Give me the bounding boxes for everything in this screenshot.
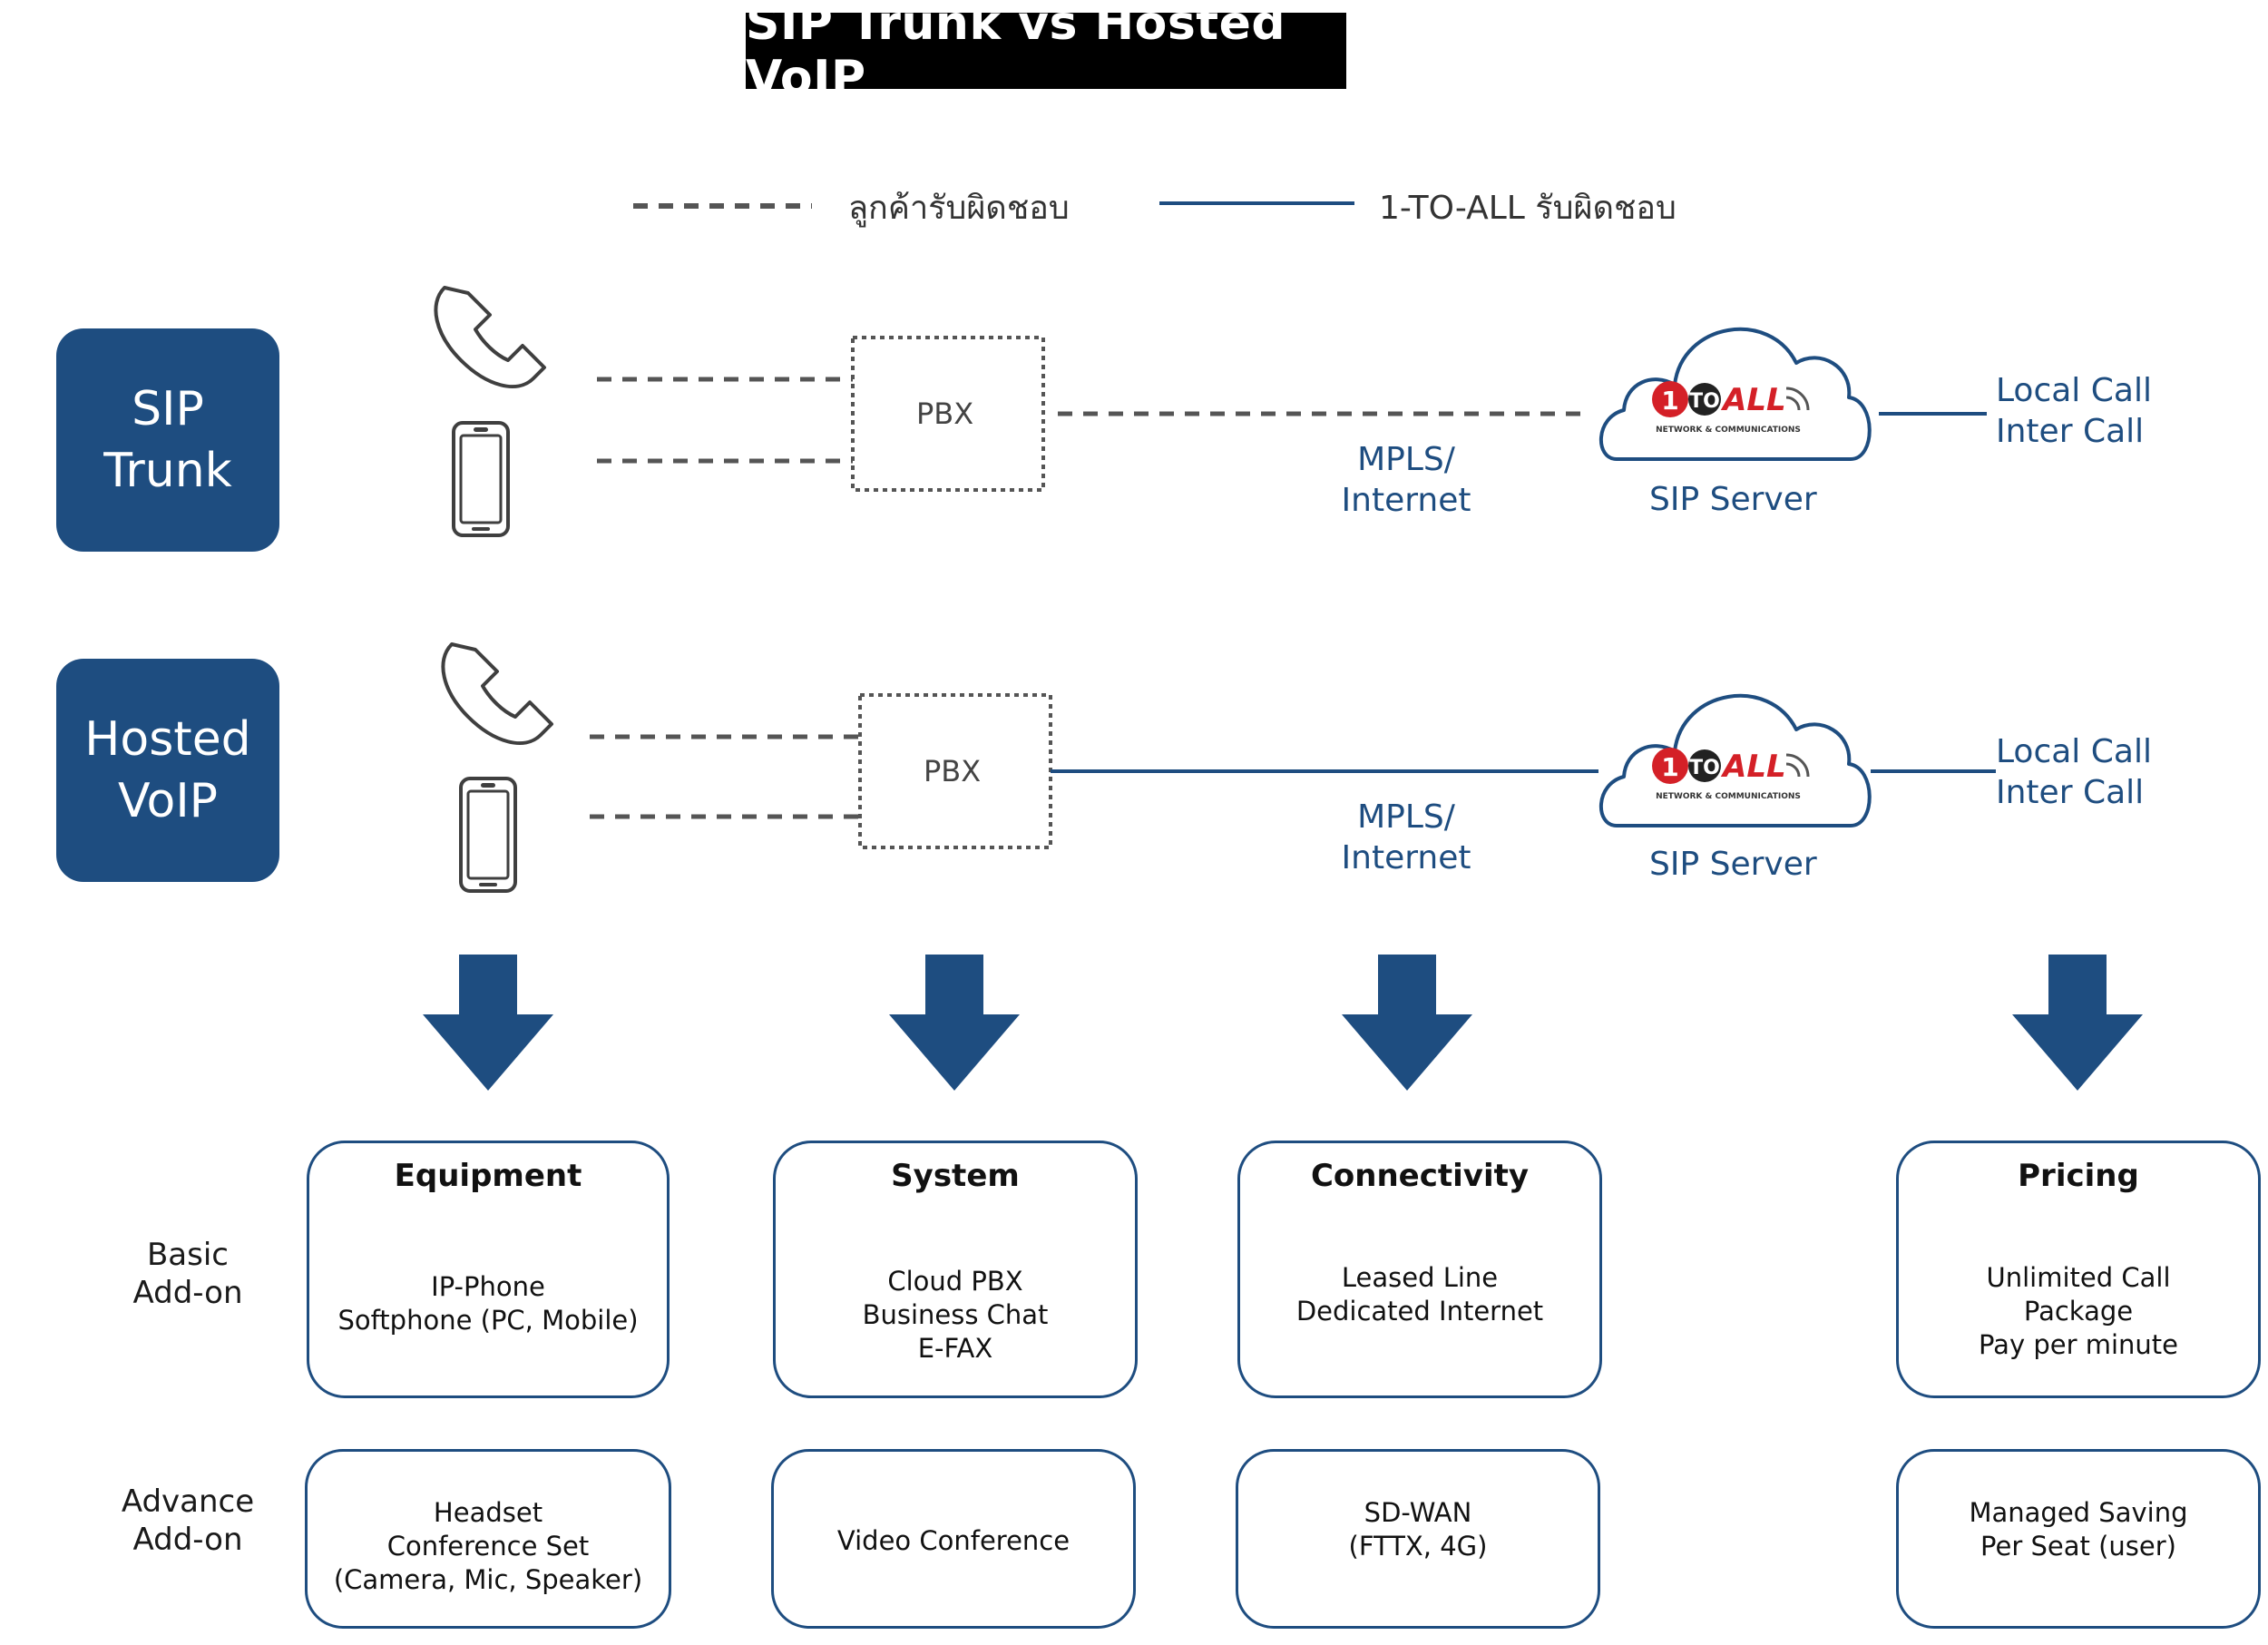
telephone-handset-icon xyxy=(441,642,553,746)
network-line: Internet xyxy=(1341,839,1471,876)
card-body: IP-Phone Softphone (PC, Mobile) xyxy=(309,1270,667,1337)
pbx-box xyxy=(851,336,1045,492)
card-heading: Equipment xyxy=(394,1158,582,1194)
card-heading: Pricing xyxy=(2018,1158,2139,1194)
system-basic-card: System Cloud PBX Business Chat E-FAX xyxy=(773,1141,1138,1398)
equipment-advance-card: Headset Conference Set (Camera, Mic, Spe… xyxy=(305,1449,671,1629)
card-line: Cloud PBX xyxy=(887,1266,1023,1297)
pbx-label: PBX xyxy=(924,754,982,788)
arrow-down-icon xyxy=(2012,955,2143,1091)
system-advance-card: Video Conference xyxy=(771,1449,1136,1629)
network-label: MPLS/ Internet xyxy=(1315,797,1497,878)
card-line: (FTTX, 4G) xyxy=(1348,1531,1488,1562)
call-types-label: Local Call Inter Call xyxy=(1996,731,2152,813)
card-line: Pay per minute xyxy=(1978,1329,2178,1360)
telephone-handset-icon xyxy=(434,286,546,389)
arrow-down-icon xyxy=(889,955,1020,1091)
pricing-advance-card: Managed Saving Per Seat (user) xyxy=(1896,1449,2261,1629)
card-line: Conference Set xyxy=(386,1531,590,1562)
card-body: Headset Conference Set (Camera, Mic, Spe… xyxy=(308,1496,669,1597)
card-line: Headset xyxy=(433,1497,543,1528)
svg-text:ALL: ALL xyxy=(1720,382,1786,418)
card-body: Video Conference xyxy=(774,1524,1133,1558)
network-line: MPLS/ xyxy=(1357,441,1455,478)
network-line: MPLS/ xyxy=(1357,798,1455,836)
card-line: Softphone (PC, Mobile) xyxy=(337,1305,639,1336)
call-line: Inter Call xyxy=(1996,774,2145,811)
card-line: SD-WAN xyxy=(1364,1497,1472,1528)
svg-text:TO: TO xyxy=(1689,390,1720,413)
network-line: Internet xyxy=(1341,482,1471,519)
badge-line: Hosted xyxy=(84,712,251,767)
card-heading: Connectivity xyxy=(1310,1158,1530,1194)
advance-addon-label: Advance Add-on xyxy=(83,1483,292,1559)
svg-text:NETWORK & COMMUNICATIONS: NETWORK & COMMUNICATIONS xyxy=(1656,426,1801,435)
arrow-down-icon xyxy=(423,955,553,1091)
pbx-label: PBX xyxy=(916,397,974,431)
card-body: Managed Saving Per Seat (user) xyxy=(1899,1496,2258,1563)
badge-line: VoIP xyxy=(117,774,219,828)
smartphone-icon xyxy=(452,421,510,537)
card-line: Business Chat xyxy=(862,1299,1049,1330)
call-line: Local Call xyxy=(1996,733,2152,770)
badge-line: SIP xyxy=(132,382,204,436)
call-line: Local Call xyxy=(1996,372,2152,409)
card-line: Managed Saving xyxy=(1969,1497,2188,1528)
svg-text:TO: TO xyxy=(1689,757,1720,779)
card-line: Video Conference xyxy=(836,1525,1070,1556)
svg-text:1: 1 xyxy=(1661,386,1678,416)
basic-addon-label: Basic Add-on xyxy=(83,1236,292,1312)
page-title: SIP Trunk vs Hosted VoIP xyxy=(746,0,1346,105)
addon-line: Add-on xyxy=(132,1275,243,1311)
server-label: SIP Server xyxy=(1649,481,1817,518)
card-heading: System xyxy=(891,1158,1020,1194)
svg-text:ALL: ALL xyxy=(1720,749,1786,785)
connectivity-advance-card: SD-WAN (FTTX, 4G) xyxy=(1236,1449,1600,1629)
smartphone-icon xyxy=(459,777,517,893)
card-body: Leased Line Dedicated Internet xyxy=(1240,1261,1599,1328)
legend-customer-label: ลูกค้ารับผิดชอบ xyxy=(848,190,1070,227)
card-line: Leased Line xyxy=(1341,1262,1499,1293)
badge-line: Trunk xyxy=(103,444,232,498)
row-badge-sip-trunk: SIP Trunk xyxy=(56,328,279,552)
card-body: Cloud PBX Business Chat E-FAX xyxy=(776,1265,1135,1366)
card-line: E-FAX xyxy=(917,1333,993,1364)
row-badge-hosted-voip: Hosted VoIP xyxy=(56,659,279,882)
card-body: Unlimited Call Package Pay per minute xyxy=(1899,1261,2258,1362)
equipment-basic-card: Equipment IP-Phone Softphone (PC, Mobile… xyxy=(307,1141,670,1398)
brand-logo: 1 TO ALL NETWORK & COMMUNICATIONS xyxy=(1652,381,1810,435)
addon-line: Add-on xyxy=(132,1522,243,1558)
addon-line: Basic xyxy=(146,1237,229,1273)
pricing-basic-card: Pricing Unlimited Call Package Pay per m… xyxy=(1896,1141,2261,1398)
card-line: Package xyxy=(2023,1296,2134,1327)
call-line: Inter Call xyxy=(1996,413,2145,450)
svg-text:1: 1 xyxy=(1661,752,1678,782)
card-body: SD-WAN (FTTX, 4G) xyxy=(1238,1496,1598,1563)
card-line: IP-Phone xyxy=(431,1271,545,1302)
server-label: SIP Server xyxy=(1649,846,1817,883)
svg-text:NETWORK & COMMUNICATIONS: NETWORK & COMMUNICATIONS xyxy=(1656,792,1801,801)
card-line: Unlimited Call xyxy=(1986,1262,2171,1293)
brand-logo: 1 TO ALL NETWORK & COMMUNICATIONS xyxy=(1652,748,1810,801)
card-line: Per Seat (user) xyxy=(1980,1531,2176,1562)
addon-line: Advance xyxy=(121,1483,255,1520)
connectivity-basic-card: Connectivity Leased Line Dedicated Inter… xyxy=(1237,1141,1602,1398)
network-label: MPLS/ Internet xyxy=(1315,439,1497,521)
card-line: Dedicated Internet xyxy=(1295,1296,1544,1327)
call-types-label: Local Call Inter Call xyxy=(1996,370,2152,452)
legend-provider-label: 1-TO-ALL รับผิดชอบ xyxy=(1379,190,1677,227)
card-line: (Camera, Mic, Speaker) xyxy=(333,1564,643,1595)
arrow-down-icon xyxy=(1342,955,1472,1091)
